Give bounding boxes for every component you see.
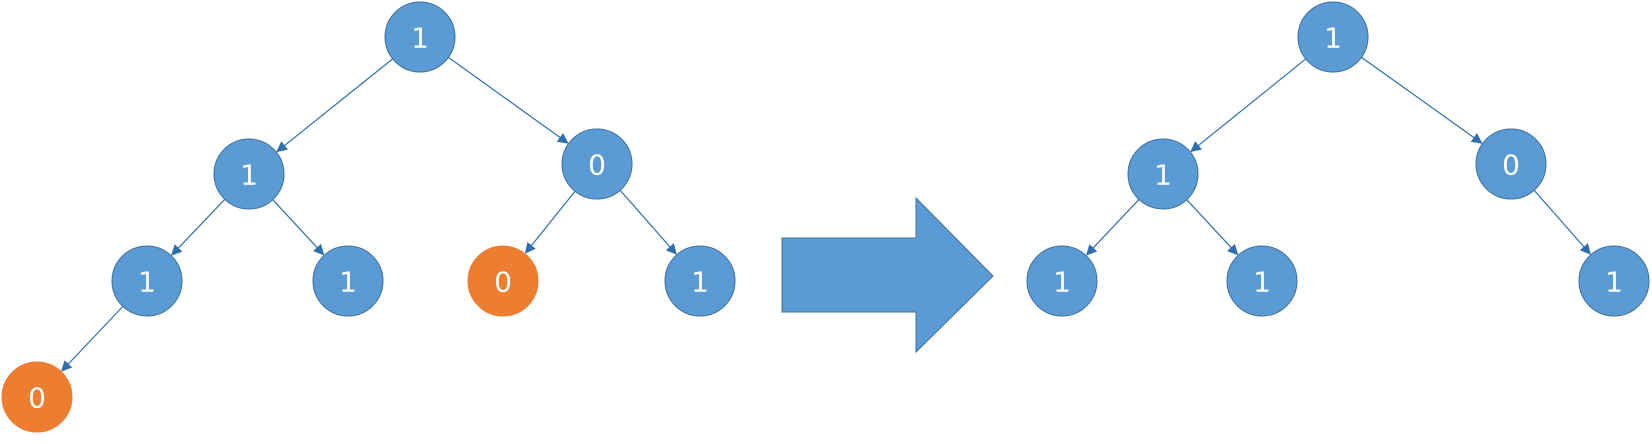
node-label: 1 xyxy=(240,159,258,192)
node-label: 0 xyxy=(1502,149,1520,182)
before-node-rl: 0 xyxy=(467,245,539,317)
after-edge-l-ll xyxy=(1085,199,1140,256)
after-tree: 1 1 0 1 1 1 xyxy=(1026,1,1650,317)
node-circle xyxy=(561,128,633,200)
node-circle xyxy=(1475,128,1547,200)
removed-node-circle xyxy=(467,245,539,317)
after-node-lr: 1 xyxy=(1226,245,1298,317)
removed-node-circle xyxy=(1,361,73,433)
before-edge-l-ll xyxy=(171,198,226,256)
node-label: 0 xyxy=(494,266,512,299)
node-circle xyxy=(664,245,736,317)
before-node-l: 1 xyxy=(213,138,285,210)
node-circle xyxy=(1578,245,1650,317)
before-edge-root-l xyxy=(276,58,394,153)
after-node-root: 1 xyxy=(1297,1,1369,73)
before-node-rr: 1 xyxy=(664,245,736,317)
after-edge-l-lr xyxy=(1186,199,1239,256)
before-node-lr: 1 xyxy=(312,245,384,317)
node-circle xyxy=(111,245,183,317)
node-label: 1 xyxy=(339,266,357,299)
node-label: 1 xyxy=(411,22,429,55)
node-circle xyxy=(1226,245,1298,317)
before-edge-root-r xyxy=(448,56,569,144)
node-circle xyxy=(384,1,456,73)
node-label: 0 xyxy=(28,382,46,415)
before-node-root: 1 xyxy=(384,1,456,73)
before-node-r: 0 xyxy=(561,128,633,200)
before-node-lll: 0 xyxy=(1,361,73,433)
after-node-rr: 1 xyxy=(1578,245,1650,317)
after-edge-root-l xyxy=(1190,58,1307,153)
node-label: 1 xyxy=(691,266,709,299)
after-node-l: 1 xyxy=(1127,138,1199,210)
before-edge-r-rr xyxy=(619,189,677,255)
after-node-r: 0 xyxy=(1475,128,1547,200)
node-label: 1 xyxy=(1605,266,1623,299)
node-circle xyxy=(1127,138,1199,210)
before-edge-ll-lll xyxy=(61,305,124,372)
before-edge-l-lr xyxy=(272,199,325,256)
after-edge-r-rr xyxy=(1533,189,1591,255)
node-label: 1 xyxy=(1253,266,1271,299)
right-block-arrow-icon xyxy=(781,196,994,354)
node-label: 1 xyxy=(1154,159,1172,192)
node-circle xyxy=(1026,245,1098,317)
node-label: 1 xyxy=(1053,266,1071,299)
after-node-ll: 1 xyxy=(1026,245,1098,317)
before-edge-r-rl xyxy=(524,190,576,254)
before-tree: 1 1 0 1 1 0 1 0 xyxy=(1,1,736,433)
node-label: 1 xyxy=(138,266,156,299)
node-circle xyxy=(213,138,285,210)
node-label: 1 xyxy=(1324,22,1342,55)
after-edge-root-r xyxy=(1361,56,1483,144)
node-circle xyxy=(1297,1,1369,73)
node-circle xyxy=(312,245,384,317)
node-label: 0 xyxy=(588,149,606,182)
before-node-ll: 1 xyxy=(111,245,183,317)
